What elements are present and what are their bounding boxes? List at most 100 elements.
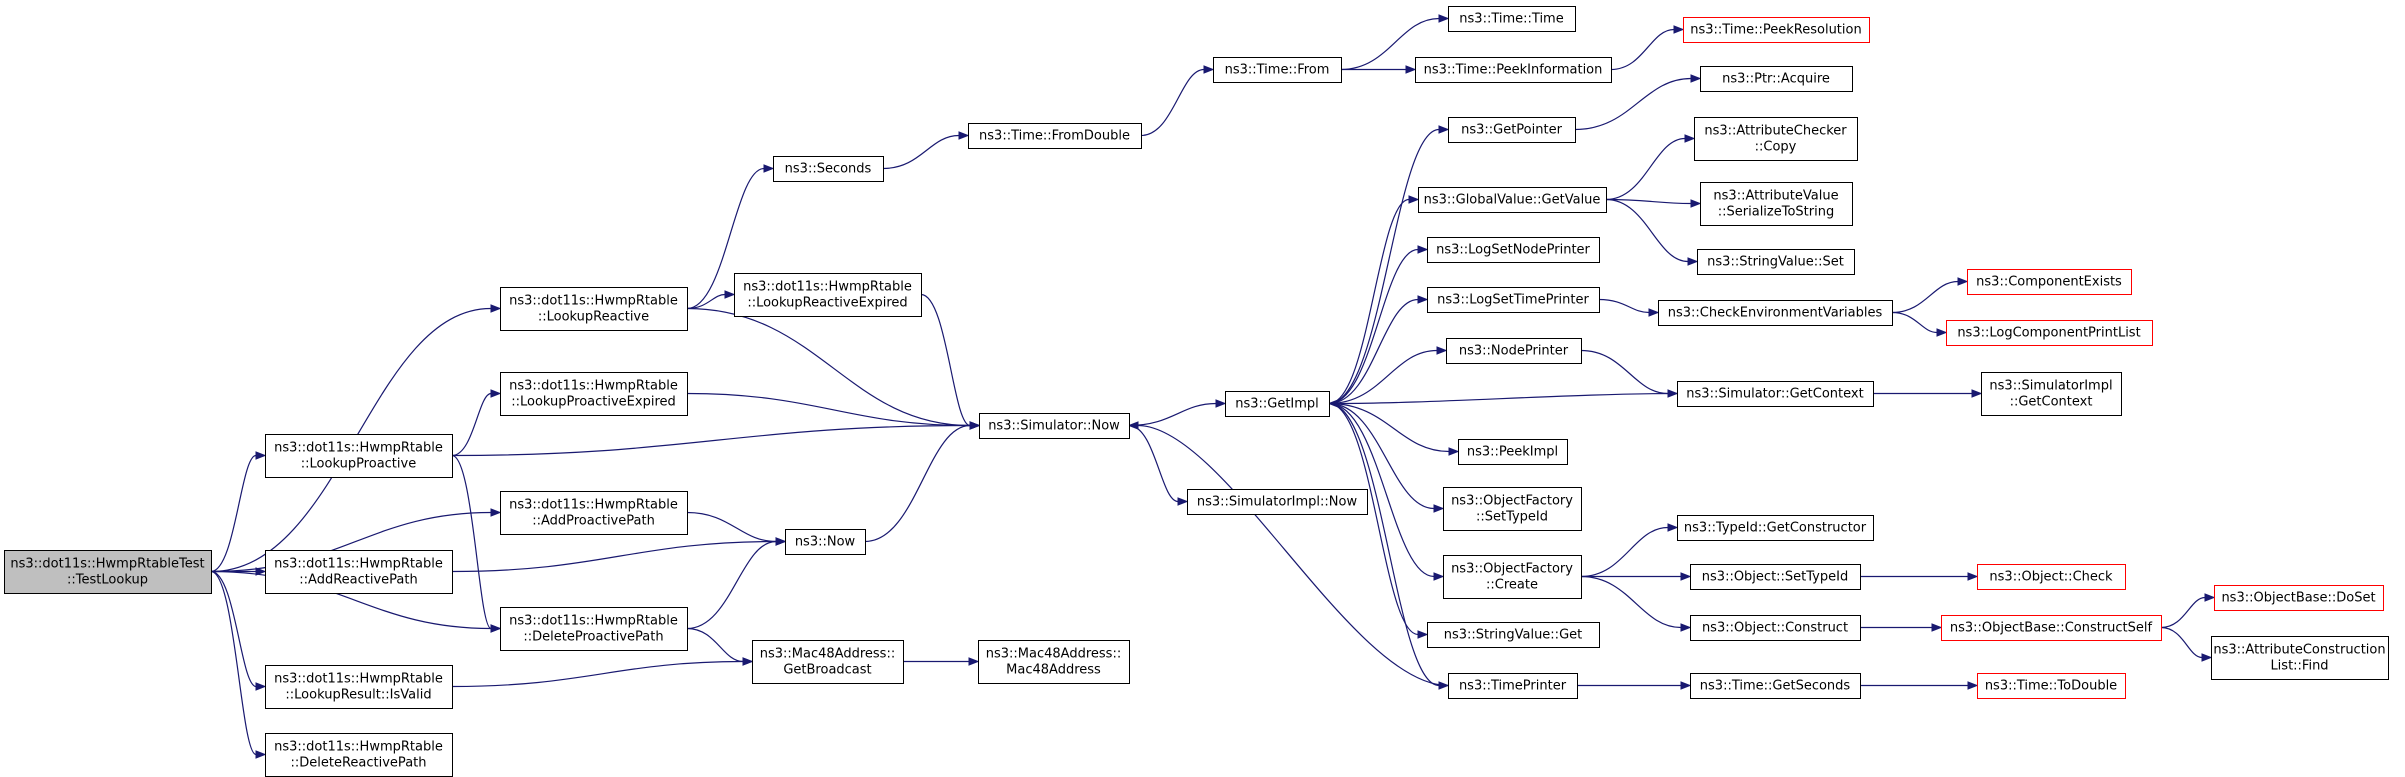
- node-lookup-proactive-expired[interactable]: ns3::dot11s::HwmpRtable::LookupProactive…: [500, 372, 688, 416]
- edge-time-from-to-peek-information: [1341, 65, 1417, 74]
- node-delete-proactive-path[interactable]: ns3::dot11s::HwmpRtable::DeleteProactive…: [500, 607, 688, 651]
- node-box: [1415, 57, 1612, 83]
- edge-get-impl-to-global-value-get-value: [1328, 195, 1420, 405]
- node-add-proactive-path[interactable]: ns3::dot11s::HwmpRtable::AddProactivePat…: [500, 491, 688, 535]
- node-component-exists[interactable]: ns3::ComponentExists: [1967, 269, 2132, 295]
- node-box: [4, 550, 212, 594]
- node-lookup-proactive[interactable]: ns3::dot11s::HwmpRtable::LookupProactive: [265, 434, 453, 478]
- node-label: ::SetTypeId: [1476, 510, 1548, 525]
- node-label: ::GetContext: [2010, 395, 2093, 410]
- node-time-get-seconds[interactable]: ns3::Time::GetSeconds: [1690, 673, 1861, 699]
- node-box: [1690, 564, 1861, 590]
- node-label: ::TestLookup: [67, 573, 148, 588]
- node-box: [752, 640, 904, 684]
- node-label: ns3::AttributeConstruction: [2213, 643, 2385, 658]
- node-box: [500, 372, 688, 416]
- node-delete-reactive-path[interactable]: ns3::dot11s::HwmpRtable::DeleteReactiveP…: [265, 733, 453, 777]
- node-sim-now[interactable]: ns3::Simulator::Now: [979, 413, 1130, 439]
- node-label: ns3::TimePrinter: [1459, 679, 1567, 694]
- edge-object-factory-create-to-object-construct: [1580, 575, 1692, 632]
- node-time-from[interactable]: ns3::Time::From: [1213, 57, 1342, 83]
- node-label: ns3::Simulator::Now: [988, 419, 1120, 434]
- edge-lookup-proactive-to-delete-proactive-path: [451, 454, 502, 633]
- node-lookup-reactive-expired[interactable]: ns3::dot11s::HwmpRtable::LookupReactiveE…: [734, 273, 922, 317]
- node-mac48-address[interactable]: ns3::Mac48Address::Mac48Address: [978, 640, 1130, 684]
- node-sim-get-context[interactable]: ns3::Simulator::GetContext: [1677, 381, 1874, 407]
- node-attr-checker-copy[interactable]: ns3::AttributeChecker::Copy: [1694, 117, 1858, 161]
- node-object-construct[interactable]: ns3::Object::Construct: [1690, 615, 1861, 641]
- node-box: [1427, 237, 1600, 263]
- node-label: ns3::CheckEnvironmentVariables: [1668, 306, 1883, 321]
- node-log-set-node-printer[interactable]: ns3::LogSetNodePrinter: [1427, 237, 1600, 263]
- node-box: [773, 156, 884, 182]
- edge-global-value-get-value-to-attr-value-serialize: [1605, 198, 1702, 208]
- node-time-to-double[interactable]: ns3::Time::ToDouble: [1977, 673, 2126, 699]
- edge-get-impl-to-object-factory-create: [1328, 402, 1445, 581]
- node-sim-impl-now[interactable]: ns3::SimulatorImpl::Now: [1187, 489, 1368, 515]
- node-log-set-time-printer[interactable]: ns3::LogSetTimePrinter: [1427, 287, 1600, 313]
- node-object-factory-create[interactable]: ns3::ObjectFactory::Create: [1443, 555, 1582, 599]
- edge-construct-self-to-do-set: [2160, 593, 2216, 629]
- node-label: ::LookupResult::IsValid: [285, 688, 431, 703]
- node-label: ns3::dot11s::HwmpRtable: [509, 498, 678, 513]
- node-box: [1213, 57, 1342, 83]
- node-check-env-vars[interactable]: ns3::CheckEnvironmentVariables: [1658, 300, 1893, 326]
- node-object-set-type-id[interactable]: ns3::Object::SetTypeId: [1690, 564, 1861, 590]
- node-object-check[interactable]: ns3::Object::Check: [1977, 564, 2126, 590]
- node-peek-impl[interactable]: ns3::PeekImpl: [1458, 439, 1568, 465]
- node-log-component-print-list[interactable]: ns3::LogComponentPrintList: [1946, 320, 2153, 346]
- node-label: ns3::SimulatorImpl::Now: [1197, 495, 1358, 510]
- node-label: Mac48Address: [1006, 663, 1101, 678]
- node-label: ns3::Time::From: [1225, 63, 1330, 78]
- node-time-printer[interactable]: ns3::TimePrinter: [1448, 673, 1578, 699]
- node-peek-information[interactable]: ns3::Time::PeekInformation: [1415, 57, 1612, 83]
- node-from-double[interactable]: ns3::Time::FromDouble: [968, 123, 1142, 149]
- node-lookup-result-is-valid[interactable]: ns3::dot11s::HwmpRtable::LookupResult::I…: [265, 665, 453, 709]
- node-box: [1967, 269, 2132, 295]
- node-get-broadcast[interactable]: ns3::Mac48Address::GetBroadcast: [752, 640, 904, 684]
- node-label: ::AddReactivePath: [299, 573, 417, 588]
- node-get-impl[interactable]: ns3::GetImpl: [1225, 391, 1330, 417]
- node-lookup-reactive[interactable]: ns3::dot11s::HwmpRtable::LookupReactive: [500, 287, 688, 331]
- edge-get-impl-to-object-factory-set-type-id: [1328, 402, 1445, 513]
- node-label: List::Find: [2270, 659, 2328, 674]
- node-node-printer[interactable]: ns3::NodePrinter: [1446, 338, 1582, 364]
- node-now[interactable]: ns3::Now: [785, 529, 866, 555]
- node-box: [1427, 622, 1600, 648]
- node-label: ::LookupProactive: [301, 457, 416, 472]
- node-label: ns3::PeekImpl: [1467, 445, 1558, 460]
- node-label: ns3::Time::PeekInformation: [1424, 63, 1603, 78]
- node-box: [1443, 555, 1582, 599]
- node-label: ::SerializeToString: [1718, 205, 1834, 220]
- node-label: ns3::LogSetNodePrinter: [1436, 243, 1590, 258]
- node-peek-resolution[interactable]: ns3::Time::PeekResolution: [1683, 17, 1870, 43]
- node-sim-impl-get-context[interactable]: ns3::SimulatorImpl::GetContext: [1981, 372, 2122, 416]
- edge-get-impl-to-log-set-node-printer: [1328, 245, 1429, 405]
- node-box: [1448, 673, 1578, 699]
- edge-lookup-reactive-to-seconds: [686, 164, 775, 310]
- node-string-value-set[interactable]: ns3::StringValue::Set: [1697, 249, 1855, 275]
- node-ptr-acquire[interactable]: ns3::Ptr::Acquire: [1700, 66, 1853, 92]
- node-time-time[interactable]: ns3::Time::Time: [1448, 6, 1576, 32]
- edge-log-set-time-printer-to-check-env-vars: [1598, 298, 1660, 317]
- node-root[interactable]: ns3::dot11s::HwmpRtableTest::TestLookup: [4, 550, 212, 594]
- node-label: ns3::Time::FromDouble: [979, 129, 1130, 144]
- node-get-pointer[interactable]: ns3::GetPointer: [1448, 117, 1576, 143]
- node-do-set[interactable]: ns3::ObjectBase::DoSet: [2214, 585, 2384, 611]
- node-label: ns3::dot11s::HwmpRtable: [509, 614, 678, 629]
- edge-check-env-vars-to-log-component-print-list: [1891, 311, 1948, 337]
- node-box: [1427, 287, 1600, 313]
- node-global-value-get-value[interactable]: ns3::GlobalValue::GetValue: [1418, 187, 1607, 213]
- node-box: [1977, 564, 2126, 590]
- edge-lookup-proactive-to-lookup-proactive-expired: [451, 389, 502, 457]
- node-attr-value-serialize[interactable]: ns3::AttributeValue::SerializeToString: [1700, 182, 1853, 226]
- node-construct-self[interactable]: ns3::ObjectBase::ConstructSelf: [1941, 615, 2162, 641]
- node-object-factory-set-type-id[interactable]: ns3::ObjectFactory::SetTypeId: [1443, 487, 1582, 531]
- node-type-id-get-constructor[interactable]: ns3::TypeId::GetConstructor: [1677, 515, 1874, 541]
- node-box: [265, 434, 453, 478]
- node-string-value-get[interactable]: ns3::StringValue::Get: [1427, 622, 1600, 648]
- call-edges: [210, 14, 2216, 759]
- node-add-reactive-path[interactable]: ns3::dot11s::HwmpRtable::AddReactivePath: [265, 550, 453, 594]
- node-seconds[interactable]: ns3::Seconds: [773, 156, 884, 182]
